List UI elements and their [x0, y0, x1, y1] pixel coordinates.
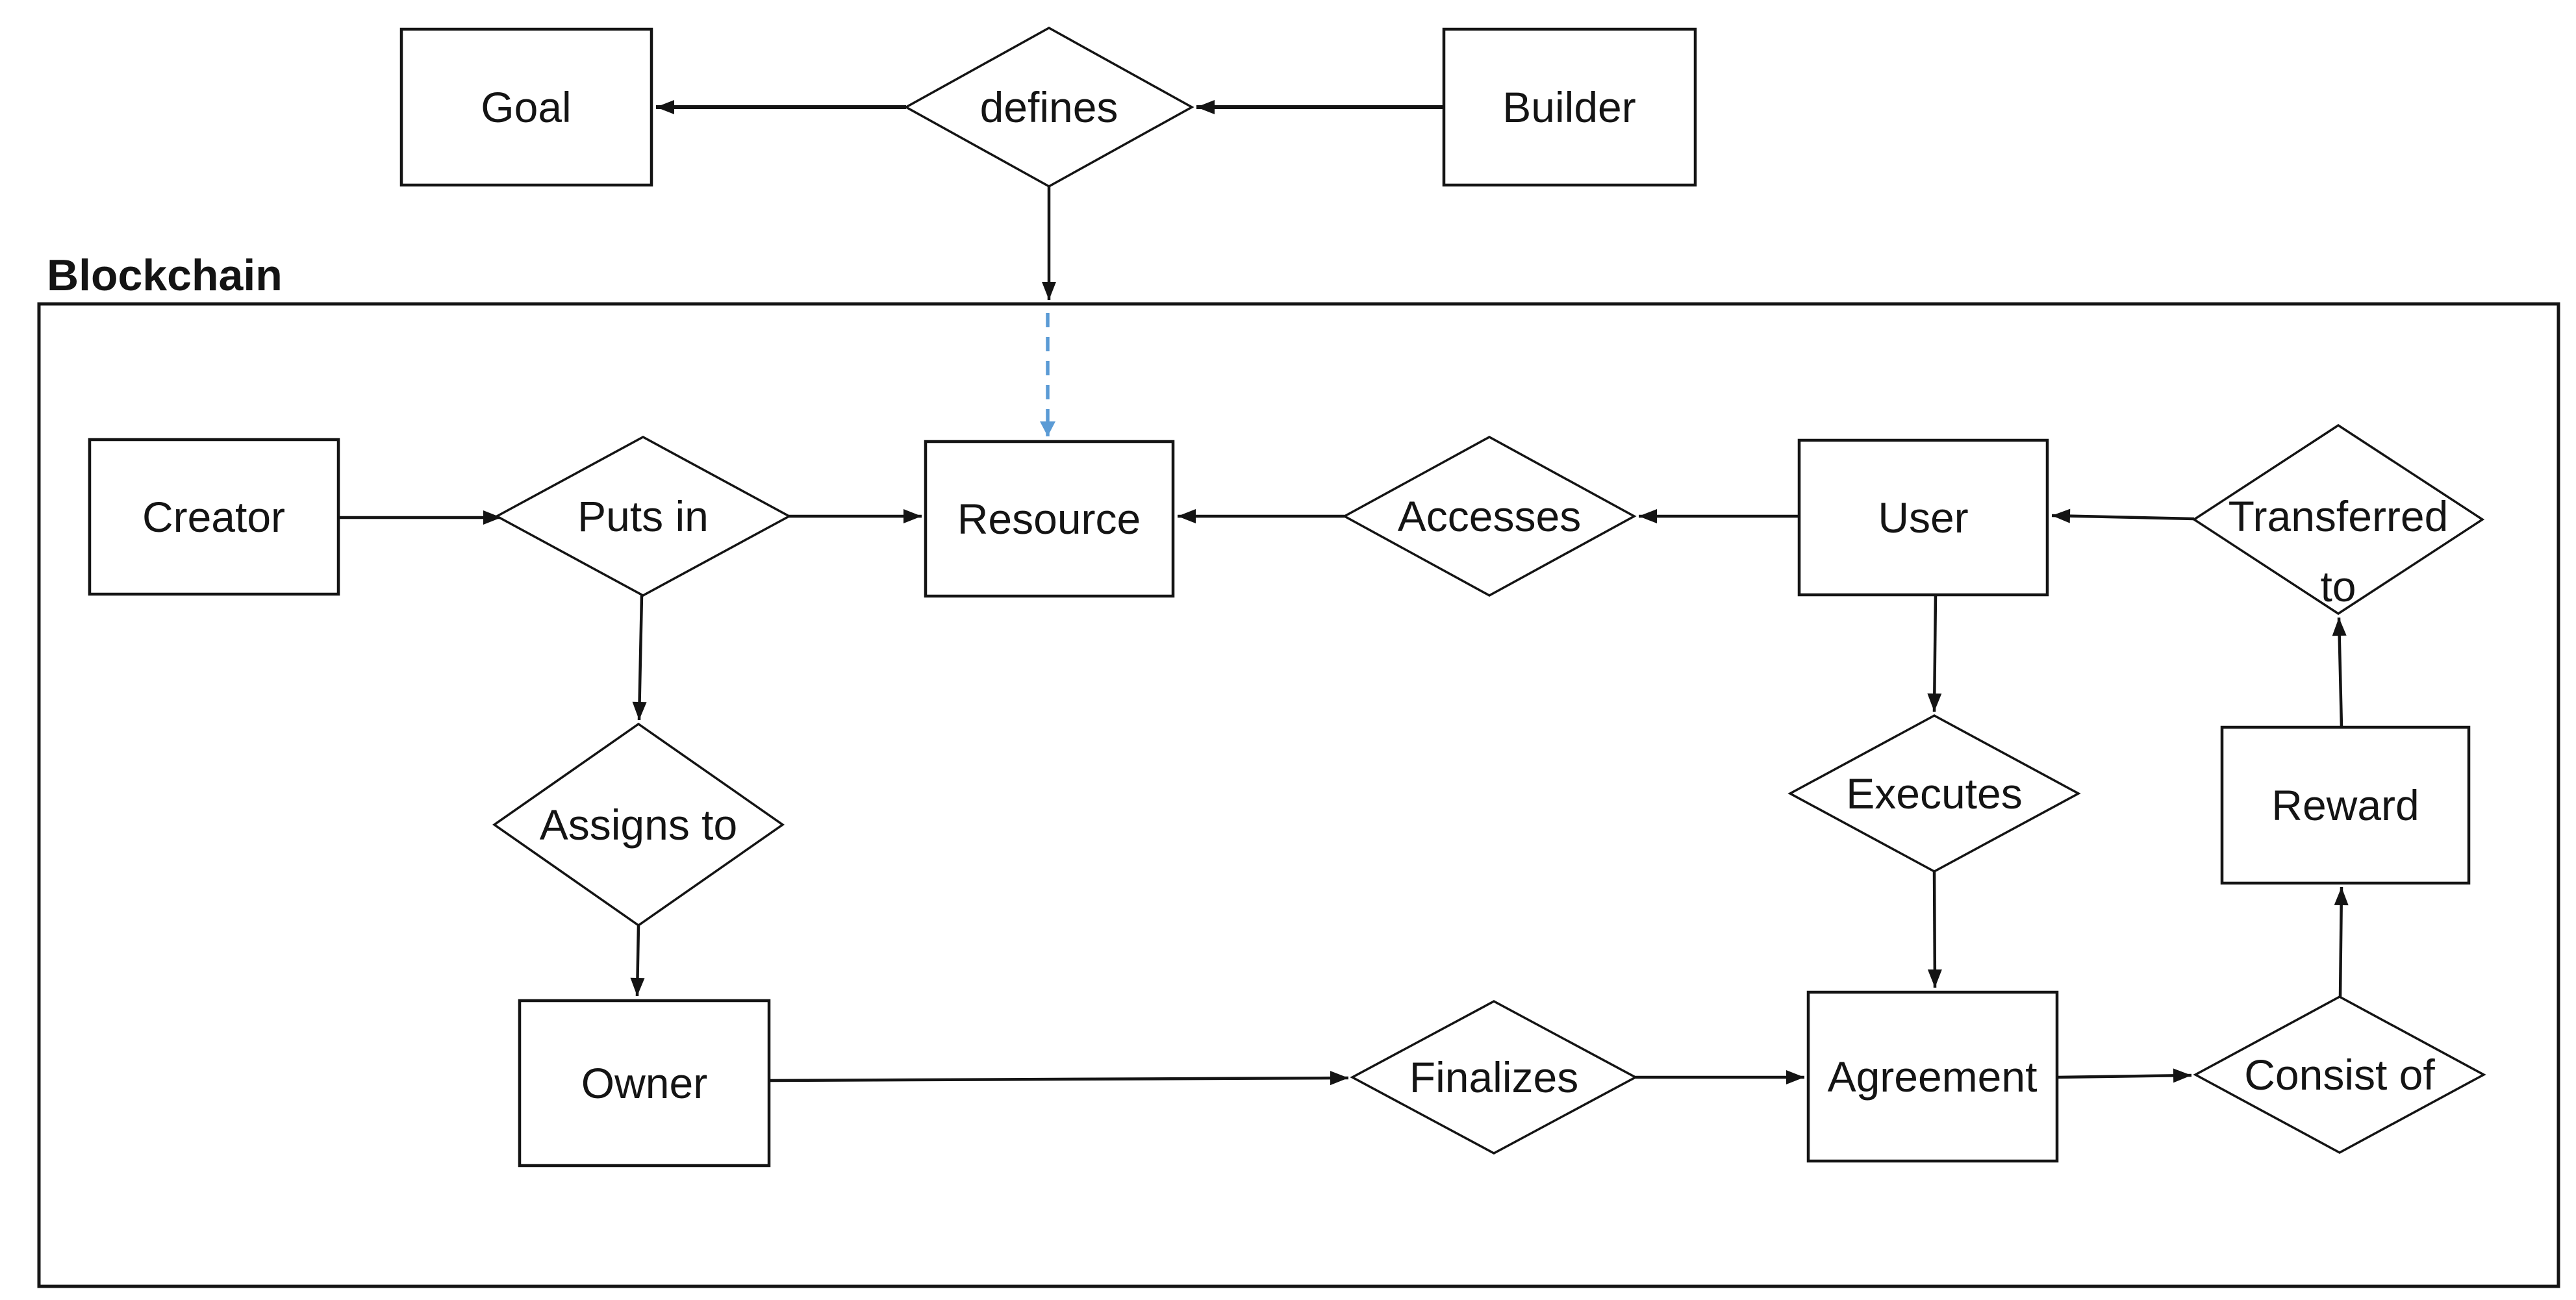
relationship-defines: defines [903, 26, 1194, 188]
relationship-puts-in: Puts in [494, 436, 792, 597]
svg-text:User: User [1878, 494, 1968, 542]
svg-text:Agreement: Agreement [1828, 1053, 2038, 1101]
edge-owner-finalizes [768, 1071, 1349, 1086]
svg-text:Puts in: Puts in [577, 492, 709, 540]
relationship-consist-of: Consist of [2193, 995, 2486, 1154]
edge-transferredto-user [2051, 508, 2195, 523]
svg-text:Reward: Reward [2271, 781, 2419, 829]
svg-text:Builder: Builder [1502, 83, 1635, 131]
svg-text:Creator: Creator [142, 493, 285, 541]
relationship-transferred-to: Transferred to [2191, 423, 2485, 616]
edge-agreement-consistof [2056, 1068, 2192, 1083]
svg-text:Executes: Executes [1846, 769, 2022, 818]
entity-resource: Resource [924, 440, 1175, 598]
svg-text:Goal: Goal [481, 83, 571, 131]
entity-builder: Builder [1442, 27, 1697, 187]
svg-text:Owner: Owner [581, 1059, 707, 1107]
entity-user: User [1797, 438, 2049, 597]
entity-creator: Creator [88, 438, 340, 596]
blockchain-boundary-label: Blockchain [47, 251, 283, 300]
relationship-assigns-to: Assigns to [492, 722, 785, 927]
edge-executes-agreement [1927, 871, 1942, 988]
svg-text:defines: defines [980, 83, 1118, 131]
entity-agreement: Agreement [1806, 990, 2059, 1163]
svg-text:Finalizes: Finalizes [1409, 1053, 1578, 1101]
entity-owner: Owner [518, 999, 771, 1168]
blockchain-boundary-box [37, 302, 2560, 1288]
edge-putsin-assignsto [632, 595, 647, 721]
svg-text:Assigns to: Assigns to [540, 801, 737, 849]
edge-user-executes [1927, 594, 1942, 712]
svg-text:Resource: Resource [957, 495, 1141, 543]
relationship-executes: Executes [1787, 714, 2081, 873]
entity-goal: Goal [399, 27, 653, 187]
svg-text:Accesses: Accesses [1398, 492, 1581, 540]
edge-reward-transferredto [2332, 617, 2347, 728]
relationship-finalizes: Finalizes [1350, 1000, 1638, 1155]
svg-text:Consist of: Consist of [2244, 1051, 2435, 1099]
edge-assignsto-owner [630, 925, 645, 997]
svg-text:Transferred: Transferred [2229, 492, 2449, 540]
svg-text:to: to [2320, 562, 2356, 610]
relationship-accesses: Accesses [1342, 436, 1637, 597]
edge-consistof-reward [2334, 886, 2349, 997]
entity-reward: Reward [2220, 725, 2471, 885]
